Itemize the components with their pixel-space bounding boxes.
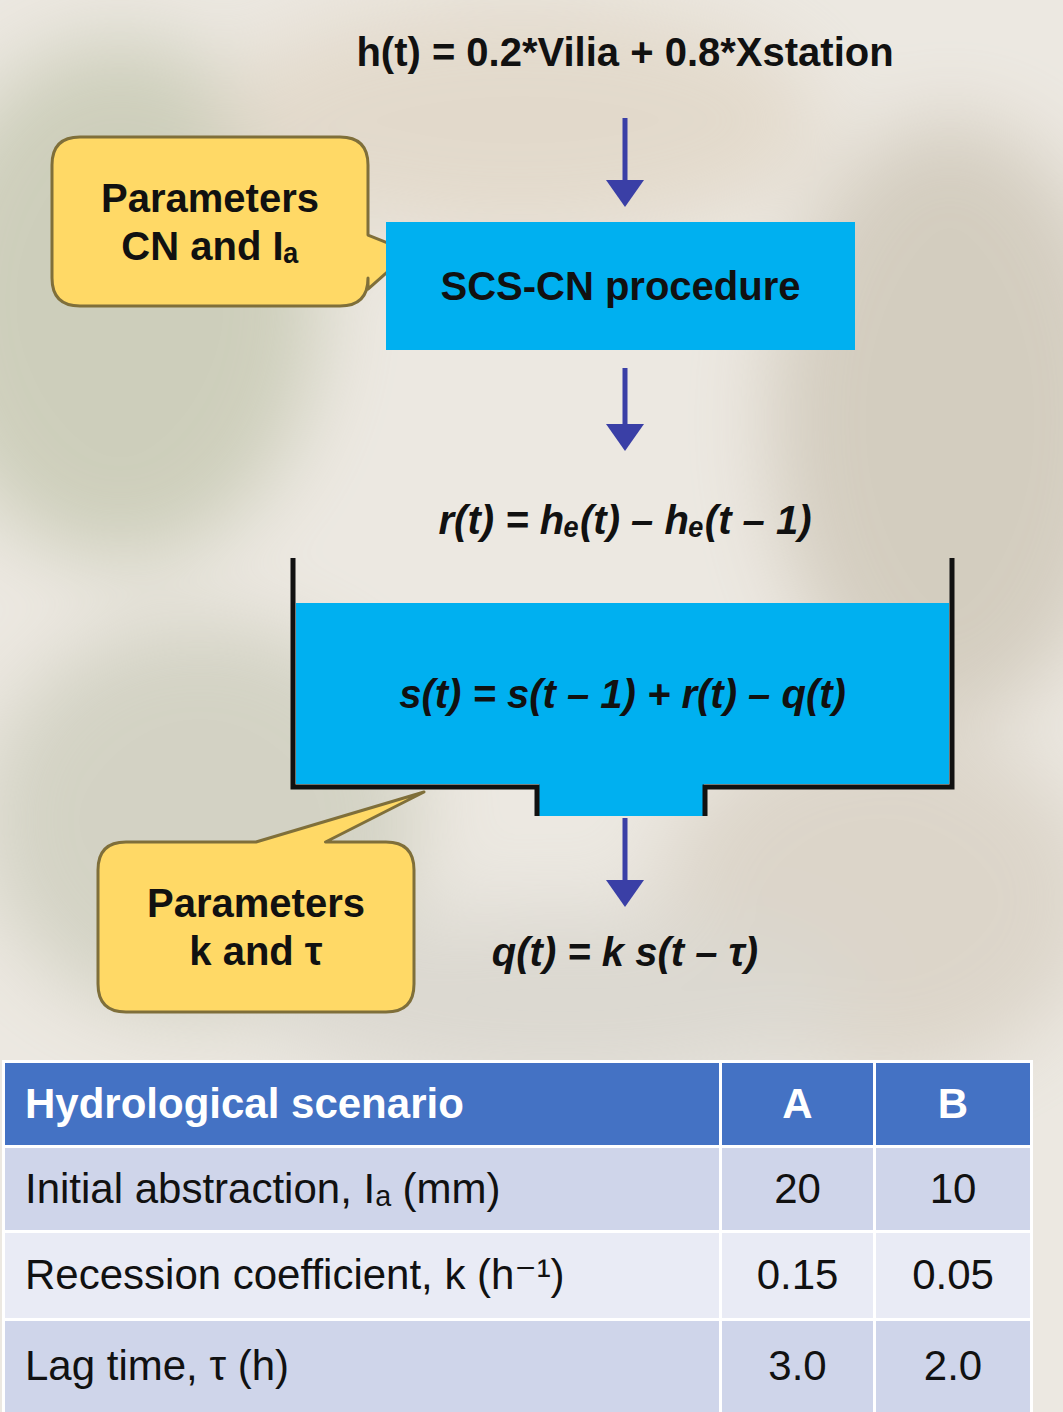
table-cell: 2.0 bbox=[876, 1321, 1030, 1412]
table-cell: 0.05 bbox=[876, 1233, 1030, 1318]
arrow-head bbox=[606, 880, 644, 907]
node-text: Parameters k and τ bbox=[136, 879, 376, 975]
callout-outline bbox=[52, 137, 410, 306]
discharge-formula: q(t) = k s(t – τ) bbox=[492, 928, 758, 976]
node-text: SCS-CN procedure bbox=[440, 262, 800, 310]
table-header-cell: B bbox=[876, 1063, 1030, 1145]
input-formula: h(t) = 0.2*Vilia + 0.8*Xstation bbox=[356, 28, 893, 76]
table-cell: Initial abstraction, Iₐ (mm) bbox=[5, 1148, 719, 1230]
reservoir-water: s(t) = s(t – 1) + r(t) – q(t) bbox=[296, 603, 949, 784]
process-box: SCS-CN procedure bbox=[386, 222, 855, 350]
reservoir-outlet-water bbox=[539, 783, 704, 816]
parameter-callout: Parameters k and τ bbox=[98, 842, 414, 1012]
table-header-cell: A bbox=[722, 1063, 873, 1145]
table-cell: 10 bbox=[876, 1148, 1030, 1230]
node-text: Parameters CN and Iₐ bbox=[90, 174, 330, 270]
table-cell: 20 bbox=[722, 1148, 873, 1230]
reservoir-walls bbox=[293, 558, 952, 816]
table-cell: 0.15 bbox=[722, 1233, 873, 1318]
table-cell: Recession coefficient, k (h⁻¹) bbox=[5, 1233, 719, 1318]
arrow-head bbox=[606, 424, 644, 451]
callout-shape bbox=[52, 137, 368, 306]
flow-arrow bbox=[623, 818, 628, 882]
parameter-callout: Parameters CN and Iₐ bbox=[52, 137, 368, 306]
runoff-formula: r(t) = hₑ(t) – hₑ(t – 1) bbox=[439, 496, 812, 544]
callout-shape bbox=[98, 842, 414, 1012]
callout-outline bbox=[98, 792, 424, 1012]
table-header-cell: Hydrological scenario bbox=[5, 1063, 719, 1145]
table-cell: 3.0 bbox=[722, 1321, 873, 1412]
flow-arrow bbox=[623, 368, 628, 426]
table-cell: Lag time, τ (h) bbox=[5, 1321, 719, 1412]
arrow-head bbox=[606, 180, 644, 207]
node-text: s(t) = s(t – 1) + r(t) – q(t) bbox=[399, 670, 846, 718]
flow-arrow bbox=[623, 118, 628, 182]
